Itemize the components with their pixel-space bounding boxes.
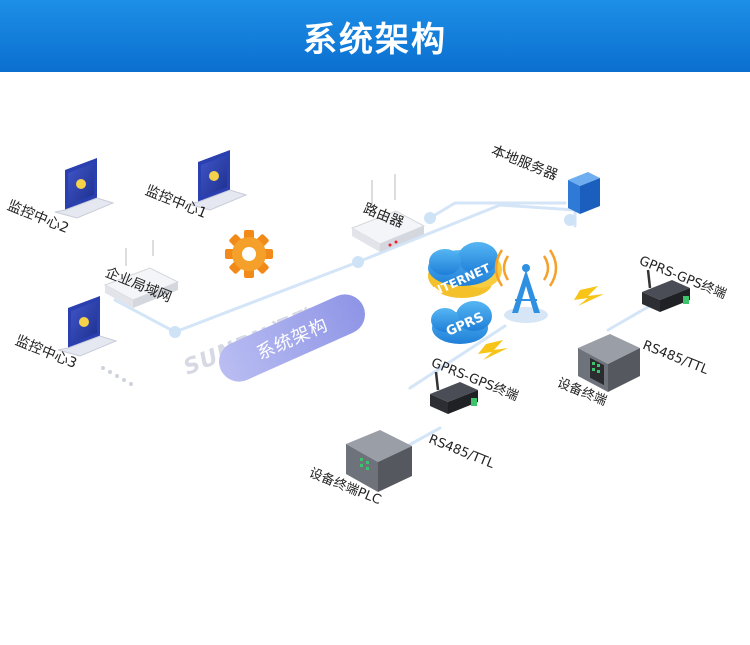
signal-tower-icon — [494, 249, 558, 323]
gprs-terminal-icon — [642, 269, 690, 312]
gprs-cloud-icon — [431, 301, 492, 344]
device-terminal-icon — [578, 334, 640, 392]
laptop-icon — [54, 158, 115, 219]
link-lan-router — [113, 203, 577, 334]
gear-icon — [225, 230, 273, 278]
lan-router-icon — [103, 240, 180, 308]
router-icon — [350, 174, 426, 252]
laptop-icon — [187, 150, 248, 211]
link-gprs-terminal — [408, 324, 507, 390]
link-dots — [169, 212, 576, 338]
laptop-icon — [57, 296, 118, 357]
connection-lines — [113, 201, 662, 452]
more-dots — [101, 366, 133, 386]
internet-cloud-icon — [428, 242, 502, 298]
header-bar: 系统架构 — [0, 0, 750, 72]
lightning-icon — [574, 286, 604, 306]
link-router-server — [428, 201, 567, 220]
device-plc-icon — [346, 430, 412, 492]
page-title: 系统架构 — [303, 19, 447, 60]
lightning-icon — [478, 340, 508, 360]
server-icon — [568, 172, 600, 214]
gprs-terminal-icon — [430, 371, 478, 414]
architecture-diagram — [54, 150, 690, 492]
